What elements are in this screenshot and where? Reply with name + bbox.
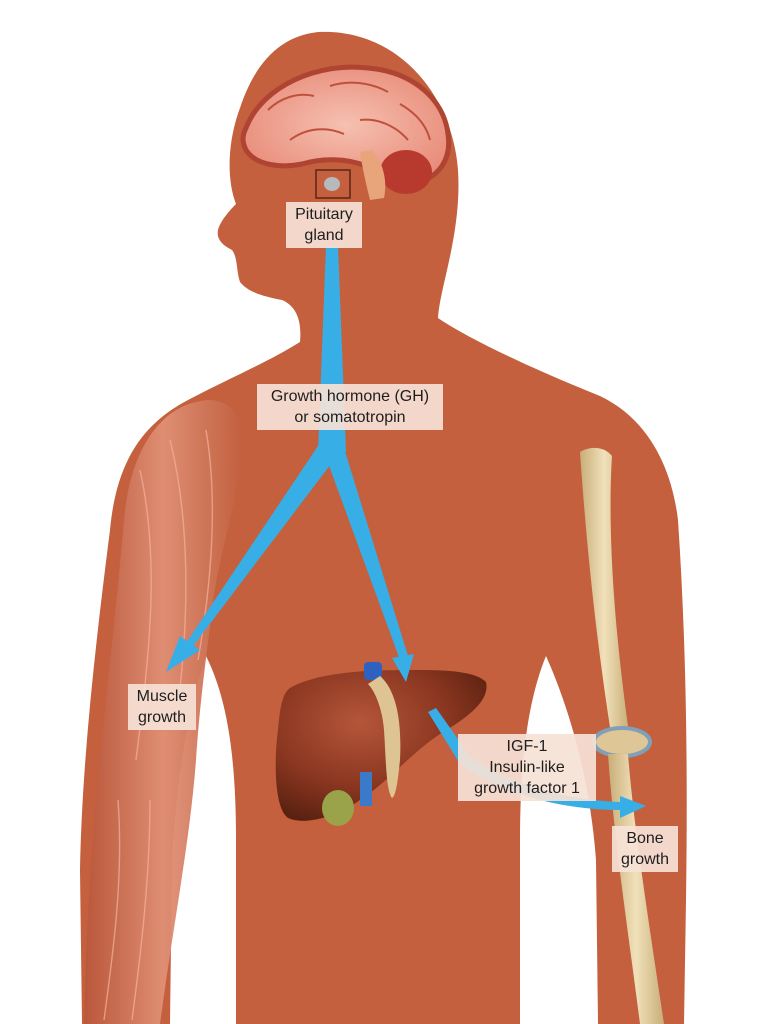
liver-ligament	[368, 676, 401, 798]
pituitary-gland-label: Pituitary gland	[286, 202, 362, 248]
bone-growth-label: Bone growth	[612, 826, 678, 872]
pituitary-highlight-box	[315, 169, 351, 199]
liver	[275, 670, 487, 821]
brain-folds	[267, 81, 431, 141]
muscle-growth-label: Muscle growth	[128, 684, 196, 730]
cerebellum	[380, 150, 432, 194]
pituitary-gland	[324, 177, 340, 191]
portal-vein	[360, 772, 372, 806]
bone-arrow-head	[620, 796, 646, 818]
arm-bone-lower	[608, 754, 664, 1024]
gallbladder	[322, 790, 354, 826]
growth-hormone-label: Growth hormone (GH) or somatotropin	[257, 384, 443, 430]
muscle-arrow-head	[166, 636, 200, 672]
brainstem	[360, 150, 386, 200]
igf-1-label: IGF-1 Insulin-like growth factor 1	[458, 734, 596, 801]
vena-cava	[364, 662, 382, 680]
gh-arrow-to-muscle	[184, 440, 340, 650]
elbow-joint	[592, 726, 652, 758]
liver-arrow-head	[392, 654, 414, 682]
arm-bone-upper	[580, 447, 629, 743]
gh-arrow-to-liver	[324, 448, 408, 660]
